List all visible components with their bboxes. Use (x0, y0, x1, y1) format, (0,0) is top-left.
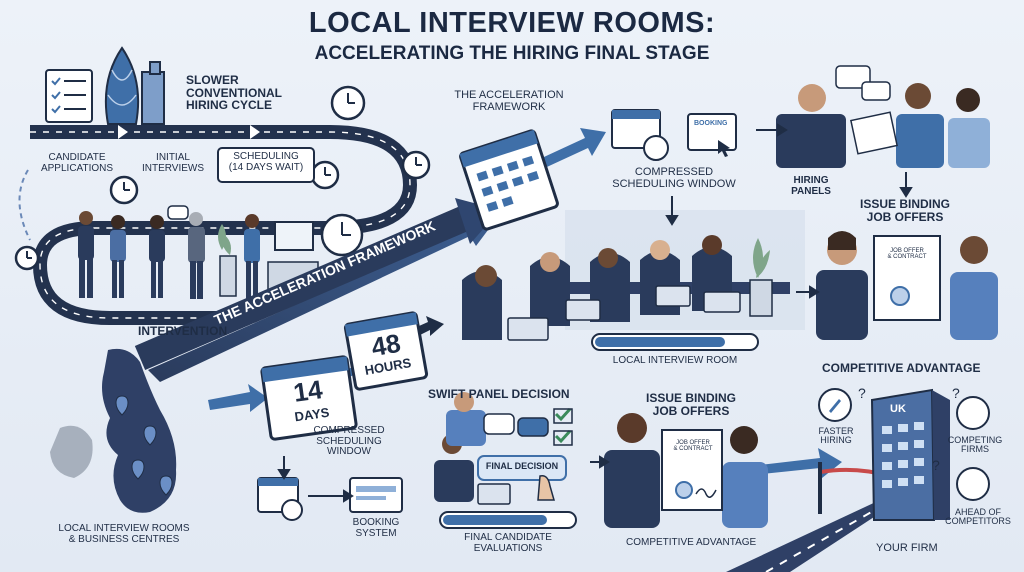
framework-calendar-icon (611, 109, 669, 161)
competitive-advantage-caption: COMPETITIVE ADVANTAGE (626, 537, 757, 548)
monitor-icon (274, 221, 314, 251)
local-interview-room-scene (462, 235, 790, 341)
final-decision-button: FINAL DECISION (485, 461, 559, 471)
map-label: LOCAL INTERVIEW ROOMS& BUSINESS CENTRES (58, 523, 190, 545)
competitors-icon (956, 467, 990, 501)
check-icon (554, 407, 572, 422)
calendar-48-hours-icon (343, 311, 429, 391)
uk-map (50, 348, 177, 513)
calendar-14-days-icon (260, 355, 358, 441)
plant-icon (218, 224, 231, 255)
question-mark-icons: ??? (858, 385, 960, 473)
check-icon (554, 429, 572, 444)
job-offer-people-top (816, 231, 998, 340)
job-offer-people-bottom (604, 413, 768, 528)
offer-document-bottom: JOB OFFER& CONTRACT (673, 440, 713, 453)
speech-bubble-icon (167, 205, 189, 220)
svg-text:?: ? (858, 385, 866, 401)
seal-icon (675, 481, 693, 499)
page-subtitle: ACCELERATING THE HIRING FINAL STAGE (314, 43, 710, 64)
swift-panel-scene (434, 392, 573, 505)
uk-building-icon (870, 388, 950, 521)
location-pin-icon (115, 395, 173, 496)
london-gherkin-icon (104, 46, 165, 125)
calendar-accelerated-icon (459, 129, 559, 231)
candidate-checklist-icon (45, 69, 93, 123)
intervention-label: INTERVENTION (138, 324, 228, 338)
competing-firms-icon (956, 396, 990, 430)
scheduling-wait-box (217, 147, 315, 183)
speech-bubble-icon (483, 413, 515, 435)
clock-hands (26, 93, 422, 259)
chat-bubble-icon (835, 65, 871, 89)
small-calendar-icon (257, 477, 303, 521)
building-sign: UK (890, 403, 906, 415)
swift-panel-label: SWIFT PANEL DECISION (428, 387, 570, 401)
booking-button: BOOKING (694, 120, 728, 127)
scheduling-wait-label: SCHEDULING(14 DAYS WAIT) (228, 151, 304, 173)
your-firm-label: YOUR FIRM (876, 542, 938, 554)
offer-document-top: JOB OFFER& CONTRACT (887, 248, 927, 261)
cursor-icon (718, 140, 730, 157)
hand-pointer-icon (537, 474, 555, 501)
local-interview-room-label: LOCAL INTERVIEW ROOM (612, 355, 738, 366)
svg-text:?: ? (952, 385, 960, 401)
competitive-advantage-heading: COMPETITIVE ADVANTAGE (822, 361, 981, 375)
booking-screen (687, 113, 737, 151)
office-plant-icon (753, 238, 770, 278)
booking-system-screen (349, 477, 403, 513)
page-title: LOCAL INTERVIEW ROOMS: (308, 7, 716, 39)
svg-text:?: ? (932, 457, 940, 473)
hiring-panel-people (776, 65, 990, 168)
seal-icon (890, 286, 910, 306)
small-connector-arrows (277, 123, 913, 503)
